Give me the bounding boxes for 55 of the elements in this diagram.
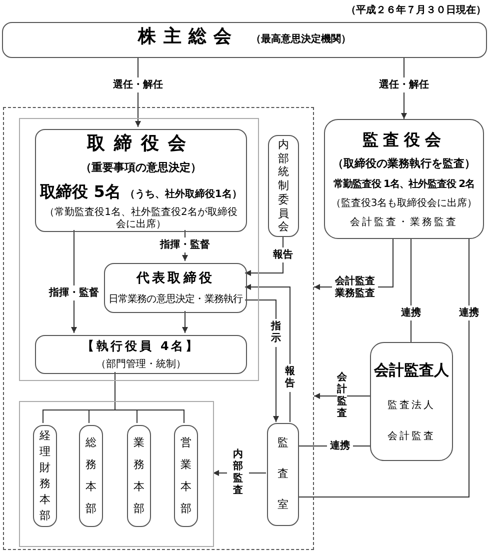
department-box — [33, 425, 57, 527]
box-text: （部門管理・統制） — [95, 358, 187, 372]
vertical-label: 経理財務本部 — [40, 428, 50, 524]
edge-label: 選任・解任 — [376, 78, 432, 92]
meeting-box — [2, 22, 487, 58]
connector-line — [298, 238, 470, 498]
box-text: 取締役 5名 — [40, 180, 121, 203]
vertical-label: 総務本部 — [86, 435, 96, 517]
officers-box — [35, 335, 247, 374]
edge-label: 会計監査業務監査 — [332, 276, 378, 300]
box-text: （うち、社外取締役1名） — [124, 187, 242, 202]
date-note: （平成２６年７月３０日現在） — [346, 4, 486, 18]
accounting-auditor-box — [370, 342, 453, 461]
box-text: （常勤監査役1名、社外監査役2名が取締役会に出席） — [44, 206, 238, 231]
representative-box — [104, 263, 247, 313]
audit-office-box — [267, 423, 299, 526]
edge-label: 内部監査 — [227, 449, 249, 497]
edge-label: 連携 — [327, 438, 353, 454]
box-text: 日常業務の意思決定・業務執行 — [107, 292, 244, 308]
edge-label: 選任・解任 — [110, 78, 166, 92]
department-box — [174, 425, 198, 527]
arrow — [182, 310, 188, 334]
edge-label: 指揮・監督 — [46, 286, 102, 300]
box-title: 監査役会 — [361, 129, 447, 152]
management-frame — [19, 118, 259, 381]
box-text: （監査役3名も取締役会に出席） — [330, 196, 478, 211]
department-box — [127, 425, 151, 527]
box-title: 代表取締役 — [135, 270, 216, 288]
edge-label: 報告 — [270, 248, 296, 262]
box-text: 監査法人 — [388, 398, 436, 413]
connector-line — [114, 372, 184, 424]
box-text: （最高意思決定機関） — [250, 32, 351, 47]
box-text: 会計監査・業務監査 — [349, 216, 459, 230]
box-title: 株主総会 — [138, 25, 239, 49]
vertical-label: 営業本部 — [180, 435, 192, 517]
box-text: （取締役の業務執行を監査） — [332, 156, 476, 172]
box-text: 常勤監査役 1名、社外監査役 2名 — [332, 178, 476, 192]
auditors-board-box — [324, 119, 484, 239]
committee-box — [268, 135, 299, 237]
edge-label: 指示 — [271, 319, 281, 347]
board-box — [35, 129, 247, 232]
box-title: 会計監査人 — [374, 360, 449, 382]
edge-label: 連携 — [398, 306, 424, 320]
box-text: （重要事項の意思決定） — [80, 160, 202, 176]
edge-label: 連携 — [456, 306, 482, 320]
departments-frame — [19, 401, 214, 547]
vertical-label: 内部統制委員会 — [278, 138, 289, 234]
edge-label: 指揮・監督 — [157, 238, 213, 252]
department-box — [79, 425, 103, 527]
box-title: 取締役会 — [86, 132, 196, 156]
vertical-label: 監査室 — [278, 435, 288, 513]
box-title: 【執行役員 4名】 — [80, 338, 202, 355]
box-text: 会計監査 — [388, 430, 436, 444]
edge-label: 報告 — [285, 364, 295, 392]
vertical-label: 業務本部 — [134, 435, 144, 517]
